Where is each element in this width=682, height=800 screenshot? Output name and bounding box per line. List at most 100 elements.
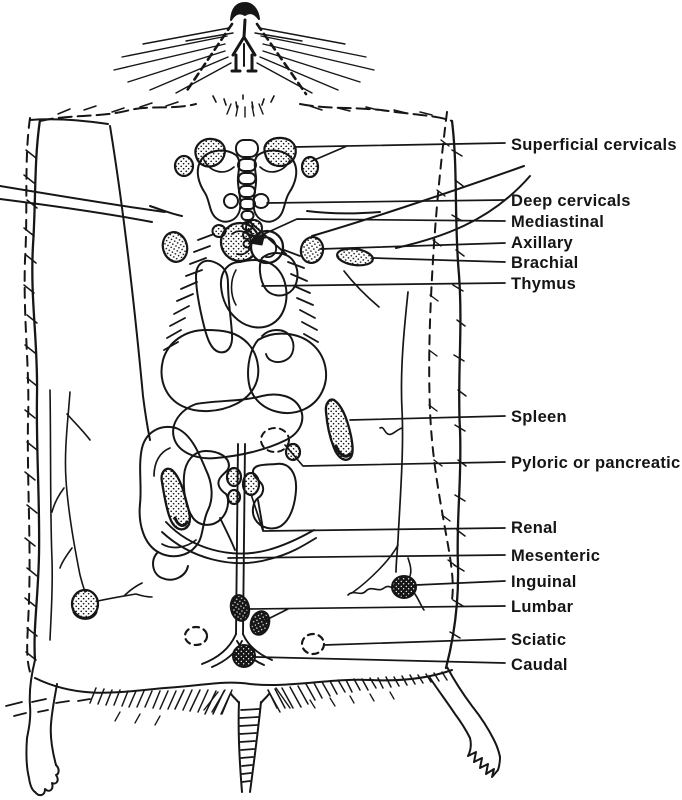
- tail: [203, 687, 291, 793]
- fur-hatch-bottom-sparse: [114, 691, 395, 726]
- arrow-cross-line: [249, 221, 287, 255]
- lymph-node-superficial-cervical-left-small: [173, 154, 195, 178]
- lung-lobe-right: [258, 252, 299, 297]
- lymph-node-renal-1: [225, 466, 243, 488]
- inguinal-right-vessels: [347, 557, 425, 611]
- head-outline-right: [255, 22, 308, 96]
- bottom-left-dashes: [5, 698, 91, 717]
- bottom-edge: [34, 669, 453, 694]
- lymph-node-sciatic-right: [300, 632, 326, 656]
- whiskers: [113, 27, 375, 94]
- fur-hatch-bottom-left: [89, 687, 232, 715]
- fur-hatch-bottom-right: [267, 671, 448, 709]
- lymph-node-deep-cervical-right: [252, 193, 270, 209]
- neck-region: [173, 136, 320, 249]
- lymph-node-lumbar-2: [249, 610, 271, 636]
- lymph-node-deep-cervical-left: [223, 193, 239, 209]
- mesentery-curve: [161, 521, 317, 565]
- left-corner-line: [29, 118, 109, 125]
- spleen: [324, 398, 354, 461]
- leader-mediastinal: [252, 218, 506, 240]
- right-shoulder-line: [306, 210, 381, 215]
- right-flap-vessel-squiggle: [379, 426, 403, 436]
- leader-lines: [227, 142, 506, 664]
- mesenteric-dark-tip: [173, 516, 189, 527]
- top-fur-edge-right: [299, 103, 453, 122]
- rib-hatch-left: [163, 233, 215, 351]
- lymph-node-pyloric-dashed: [260, 427, 290, 453]
- leader-sciatic: [323, 638, 506, 646]
- right-hindleg: [429, 666, 501, 778]
- nose: [230, 2, 260, 21]
- left-edge-inner: [49, 389, 54, 641]
- left-foreleg: [0, 185, 166, 223]
- lymph-node-lumbar-1: [229, 594, 251, 622]
- thymus-upper-bump: [245, 219, 263, 237]
- leader-spleen: [349, 415, 506, 421]
- heart: [219, 258, 288, 329]
- label-brachial: Brachial: [511, 254, 579, 272]
- vessel-to-right: [343, 270, 380, 308]
- leader-axillary: [319, 242, 506, 250]
- lymph-node-inguinal-right: [391, 575, 417, 599]
- right-foreleg: [311, 165, 531, 249]
- leader-pyloric: [284, 444, 506, 467]
- leader-mediastinal-arrowhead: [248, 232, 266, 246]
- lymph-node-superficial-cervical-right-small: [300, 155, 320, 179]
- cheek-marks: [212, 94, 275, 109]
- right-edge-ticks: [449, 149, 467, 639]
- leader-renal: [250, 493, 506, 532]
- liver-curl: [261, 329, 295, 363]
- lymph-node-brachial: [336, 247, 374, 267]
- top-fur-edge-left: [39, 103, 197, 122]
- tail-base-tufts: [203, 687, 291, 715]
- label-mesenteric: Mesenteric: [511, 547, 600, 565]
- right-edge: [444, 119, 462, 670]
- left-shoulder-line: [149, 205, 183, 217]
- head: [113, 2, 375, 118]
- mouth-incisors: [230, 18, 258, 73]
- label-mediastinal: Mediastinal: [511, 213, 604, 231]
- lung-lobe-left: [195, 259, 234, 354]
- right-fold-ticks: [428, 139, 457, 567]
- left-flap-inner-edge: [109, 125, 151, 441]
- lymph-node-superficial-cervical-right: [263, 136, 297, 168]
- label-lumbar: Lumbar: [511, 598, 574, 616]
- spleen-dark-tip: [334, 444, 352, 458]
- label-spleen: Spleen: [511, 408, 567, 426]
- leader-deep-cervicals: [266, 199, 506, 204]
- kidney-left: [182, 450, 230, 526]
- lymph-node-sciatic-left: [183, 625, 209, 647]
- thymus-mediastinal-cluster: [211, 219, 287, 265]
- right-flap-vessel-branch: [351, 544, 399, 594]
- leader-thymus: [261, 282, 506, 287]
- chin-fur: [226, 103, 264, 118]
- top-edge-ticks: [57, 101, 433, 116]
- right-fold-dashed: [428, 111, 454, 601]
- liver-lobe-upper-left: [160, 329, 260, 412]
- leader-superficial-cervicals: [293, 142, 506, 162]
- label-sciatic: Sciatic: [511, 631, 566, 649]
- inguinal-left-vessels: [51, 391, 153, 602]
- label-deep-cervicals: Deep cervicals: [511, 192, 631, 210]
- head-outline-left: [184, 22, 234, 94]
- inguinal-left-dark-rim: [72, 610, 98, 620]
- lymph-node-caudal: [232, 644, 256, 668]
- lymph-node-axillary-left: [161, 231, 189, 263]
- lymph-node-axillary-right: [299, 235, 325, 265]
- label-axillary: Axillary: [511, 234, 574, 252]
- label-thymus: Thymus: [511, 275, 576, 293]
- left-hindleg: [25, 659, 60, 797]
- lymph-node-pyloric-solid: [284, 442, 302, 462]
- leader-caudal: [255, 656, 506, 664]
- label-column: Superficial cervicals Deep cervicals Med…: [511, 136, 680, 674]
- leader-lumbar: [246, 605, 506, 622]
- heart-inner-line: [230, 269, 237, 306]
- label-superficial-cervicals: Superficial cervicals: [511, 136, 677, 154]
- liver-lobe-right: [247, 332, 328, 414]
- right-flap-vessel: [395, 291, 409, 573]
- lymph-node-superficial-cervical-left: [194, 137, 226, 168]
- leader-inguinal: [415, 580, 506, 586]
